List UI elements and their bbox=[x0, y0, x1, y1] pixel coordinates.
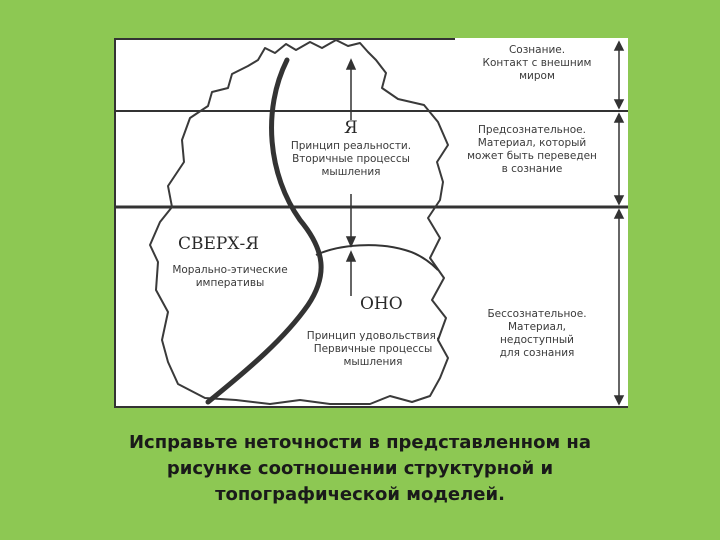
caption-line-1: Исправьте неточности в представленном на bbox=[128, 432, 592, 453]
ego-desc-line-2: Вторичные процессы bbox=[292, 153, 410, 165]
unconscious-line-4: для сознания bbox=[499, 347, 575, 359]
superego-description: Морально-этические императивы bbox=[160, 264, 300, 290]
right-dimension-arrows bbox=[613, 40, 625, 406]
unconscious-line-3: недоступный bbox=[500, 334, 574, 346]
unconscious-line-2: Материал, bbox=[507, 321, 567, 333]
unconscious-line-1: Бессознательное. bbox=[487, 308, 587, 320]
caption-line-2: рисунке соотношении структурной и bbox=[166, 458, 554, 479]
diagram-panel bbox=[114, 38, 628, 408]
conscious-line-2: Контакт с внешним bbox=[482, 57, 592, 69]
preconscious-line-4: в сознание bbox=[501, 163, 563, 175]
preconscious-line-2: Материал, который bbox=[477, 137, 587, 149]
psyche-diagram bbox=[114, 38, 628, 408]
center-arrows bbox=[345, 58, 357, 296]
caption-line-3: топографической моделей. bbox=[215, 484, 505, 505]
ego-title: Я bbox=[344, 118, 358, 138]
id-description: Принцип удовольствия. Первичные процессы… bbox=[298, 330, 448, 369]
conscious-label: Сознание. Контакт с внешним миром bbox=[462, 44, 612, 83]
conscious-line-3: миром bbox=[519, 70, 555, 82]
task-caption: Исправьте неточности в представленном на… bbox=[40, 430, 680, 508]
ego-description: Принцип реальности. Вторичные процессы м… bbox=[276, 140, 426, 179]
unconscious-label: Бессознательное. Материал, недоступный д… bbox=[462, 308, 612, 360]
psyche-outline bbox=[149, 39, 449, 405]
superego-desc-line-2: императивы bbox=[195, 277, 265, 289]
id-desc-line-2: Первичные процессы bbox=[313, 343, 433, 355]
preconscious-line-1: Предсознательное. bbox=[478, 124, 586, 136]
preconscious-line-3: может быть переведен bbox=[467, 150, 597, 162]
superego-desc-line-1: Морально-этические bbox=[172, 264, 288, 276]
id-title: ОНО bbox=[360, 294, 403, 314]
ego-desc-line-3: мышления bbox=[321, 166, 381, 178]
superego-title: СВЕРХ-Я bbox=[178, 234, 259, 254]
conscious-line-1: Сознание. bbox=[508, 44, 566, 56]
id-desc-line-3: мышления bbox=[343, 356, 403, 368]
ego-id-boundary-curve bbox=[315, 244, 439, 271]
id-desc-line-1: Принцип удовольствия. bbox=[306, 330, 440, 342]
ego-desc-line-1: Принцип реальности. bbox=[290, 140, 412, 152]
preconscious-label: Предсознательное. Материал, который може… bbox=[452, 124, 612, 176]
superego-boundary-curve bbox=[205, 57, 324, 405]
